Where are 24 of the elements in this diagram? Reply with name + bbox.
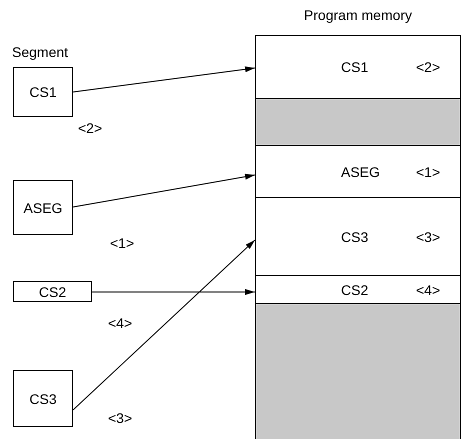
segment-box: ASEG (13, 180, 73, 235)
segment-number: <3> (108, 410, 132, 426)
memory-title: Program memory (304, 7, 412, 23)
column-heading: Segment (12, 44, 68, 60)
unused-memory-area (256, 99, 460, 146)
segment-number: <2> (78, 120, 102, 136)
segment-number: <2> (416, 59, 440, 75)
arrow (72, 66, 256, 92)
segment-number: <3> (416, 228, 440, 244)
arrow (72, 174, 256, 208)
segment-box: CS1 (13, 67, 73, 117)
unused-memory-area (256, 304, 460, 439)
segment-name: CS3 (341, 228, 368, 244)
arrow (72, 240, 256, 410)
segment-box: CS3 (13, 370, 73, 427)
segment-number: <1> (416, 164, 440, 180)
segment-name: ASEG (341, 164, 380, 180)
arrow (92, 289, 256, 295)
segment-name: CS2 (341, 282, 368, 298)
segment-number: <1> (110, 235, 134, 251)
segment-number: <4> (108, 315, 132, 331)
segment-name: CS1 (341, 59, 368, 75)
segment-number: <4> (416, 282, 440, 298)
segment-box: CS2 (13, 281, 92, 302)
